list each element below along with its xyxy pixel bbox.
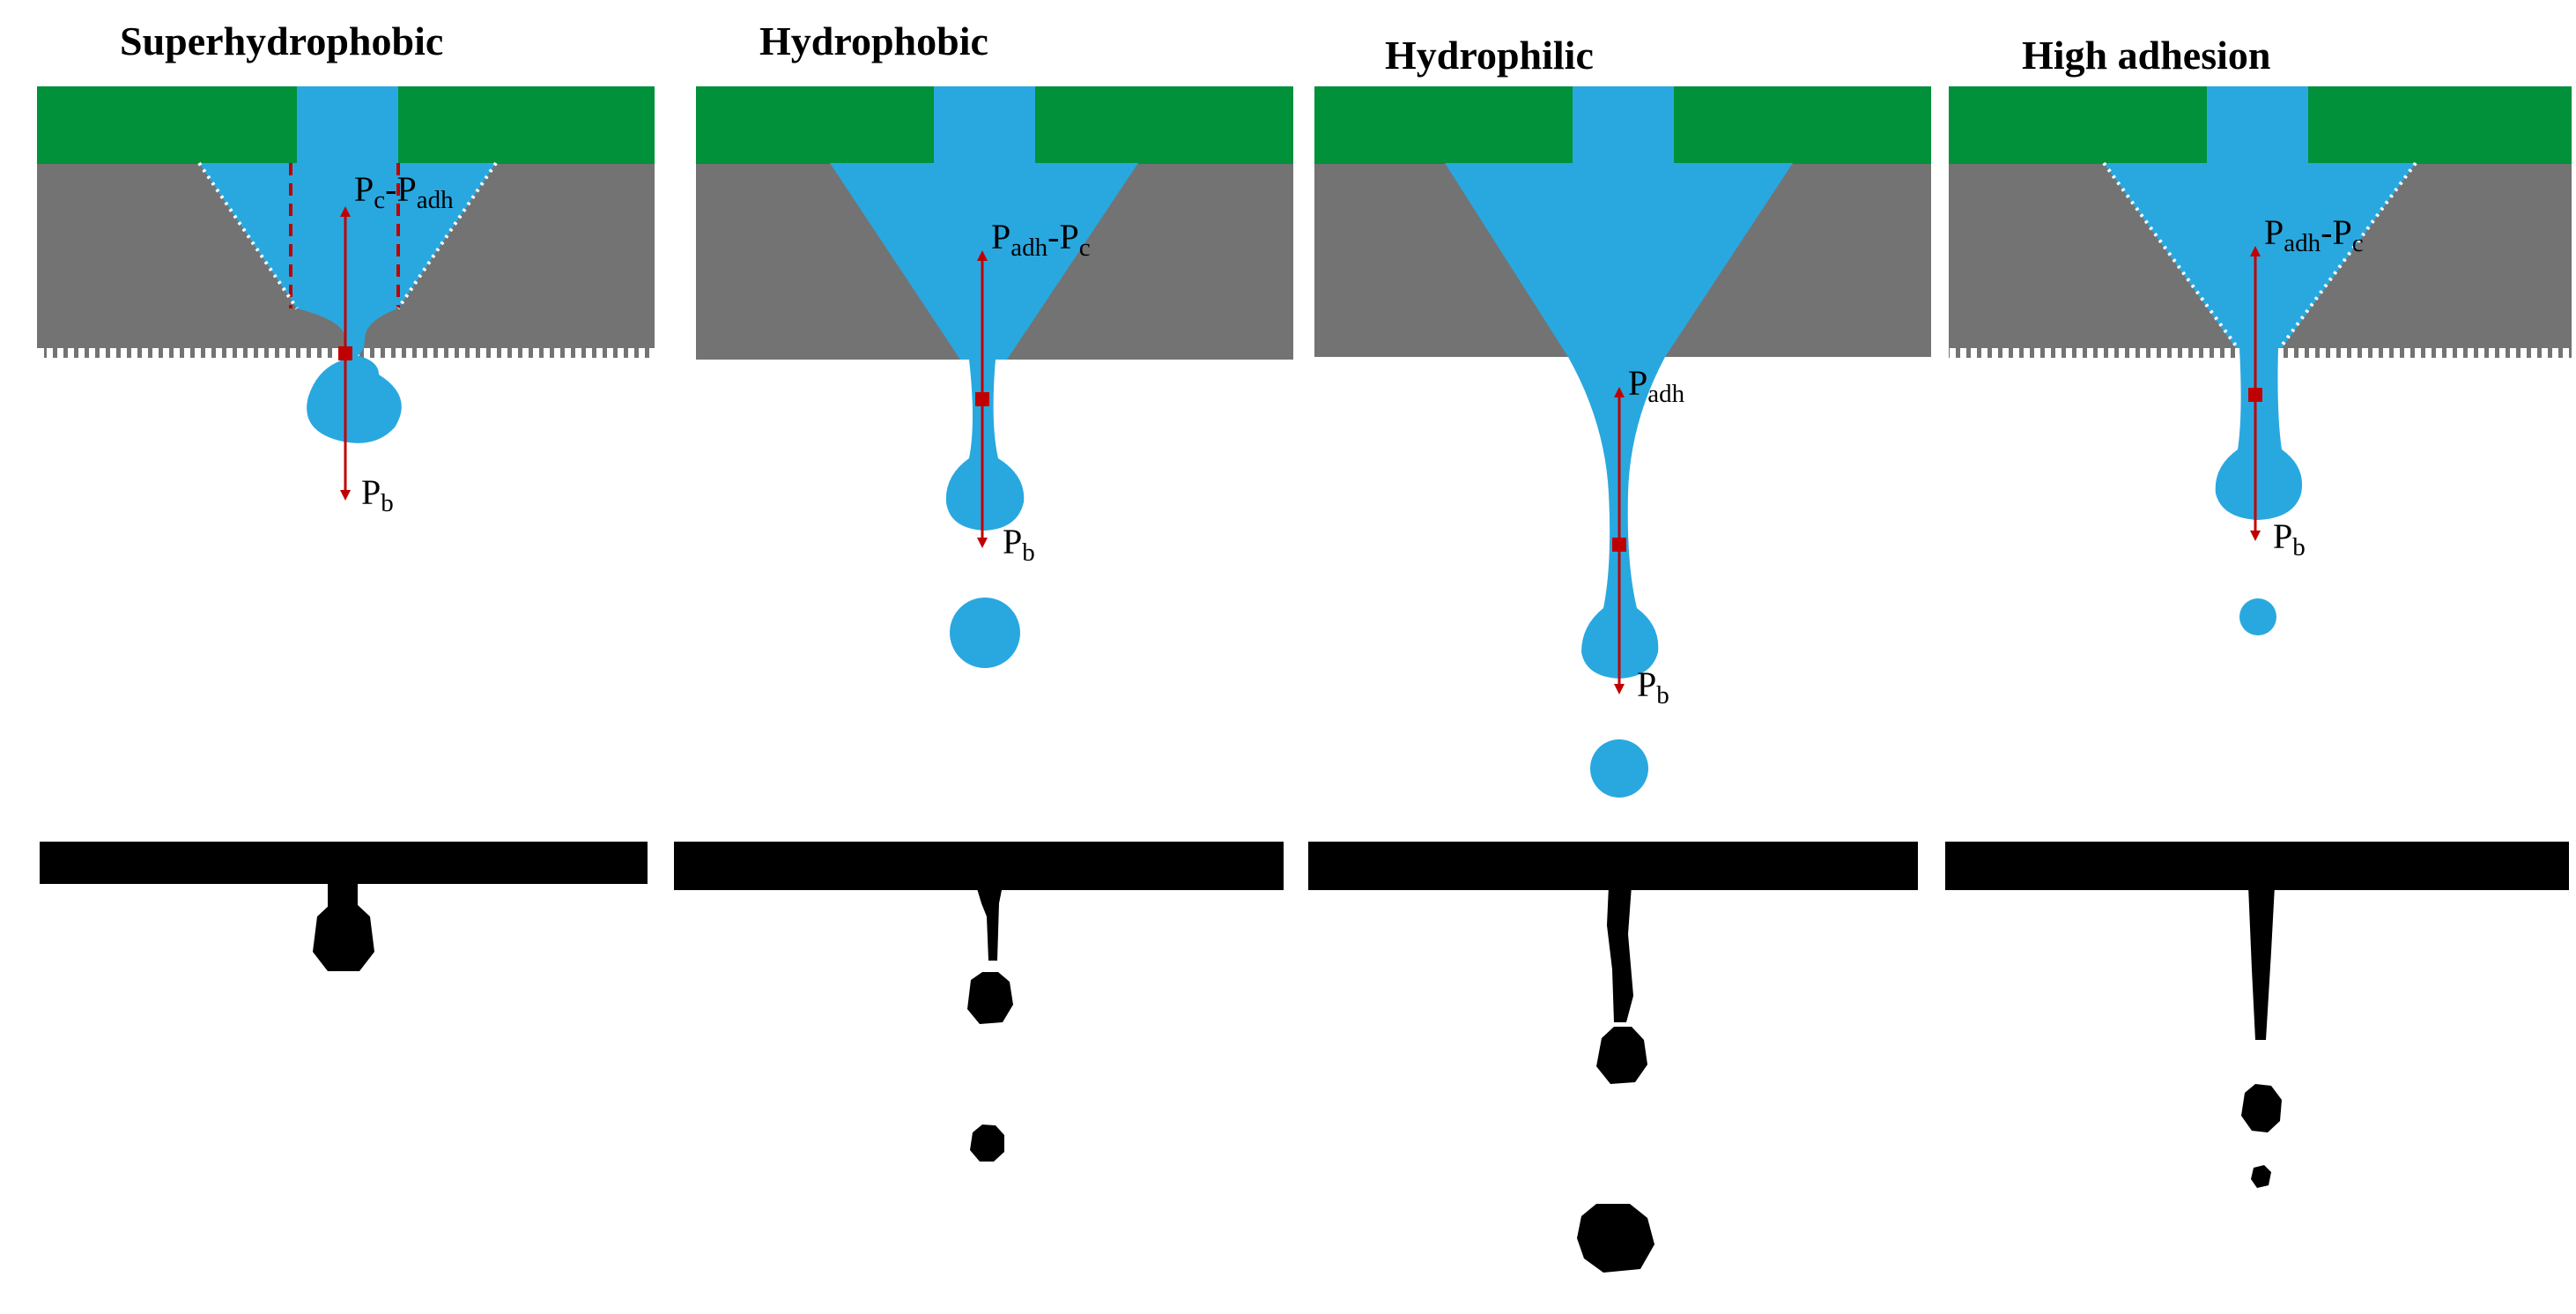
nozzle-bar [674,842,1284,890]
detached-drop [970,1125,1004,1162]
pressure-label-bottom: Pb [2273,516,2306,561]
nozzle-bar [1308,842,1918,890]
detached-droplet [950,598,1020,668]
detached-droplet [2239,598,2276,635]
pendant-drop [2241,1084,2282,1132]
water-column [199,86,496,357]
panel-title-high-adhesion: High adhesion [2022,33,2271,78]
panel-title-superhydrophobic: Superhydrophobic [120,19,443,63]
panel-hydrophilic-schematic: Padh Pb [1314,86,1931,798]
green-substrate-left [37,86,297,164]
water-column [830,86,1138,531]
contact-line-left [197,161,299,310]
nozzle-bar [40,842,648,884]
water-column [1445,86,1793,679]
panel-title-hydrophilic: Hydrophilic [1385,33,1594,78]
detached-droplet [1590,739,1648,798]
panel-superhydrophobic-schematic: Pc-Padh Pb [37,86,655,517]
green-substrate-right [1674,86,1931,164]
panel-high-adhesion-schematic: Padh-Pc Pb [1949,86,2572,635]
panel-title-hydrophobic: Hydrophobic [759,19,988,63]
water-column [2104,86,2416,520]
droplet [307,354,402,443]
pressure-label-top: Padh-Pc [2264,212,2364,257]
green-substrate-left [1314,86,1573,164]
green-substrate-right [1035,86,1293,164]
force-point [1612,538,1626,552]
liquid-thread [2248,886,2275,1040]
contact-line-right [396,161,498,310]
photo-hydrophobic [674,842,1284,1162]
liquid-thread [1607,886,1633,1022]
contact-line-left [2102,161,2239,350]
green-substrate-left [1949,86,2207,164]
force-point [975,392,989,406]
pressure-label-bottom: Pb [1637,664,1669,709]
liquid-thread [976,886,1003,961]
green-substrate-left [696,86,934,164]
detached-drop [1577,1204,1654,1273]
pendant-drop [967,972,1013,1024]
pressure-label-top: Padh [1628,363,1685,408]
liquid-neck [328,881,358,908]
contact-line-right [2278,161,2417,350]
panel-hydrophobic-schematic: Padh-Pc Pb [696,86,1293,668]
pendant-drop [1596,1027,1647,1084]
pressure-label-top: Pc-Padh [354,169,454,214]
force-point [338,346,352,360]
pressure-label-bottom: Pb [1003,522,1035,567]
satellite-drop [2251,1165,2271,1188]
pendant-drop [313,904,374,971]
green-substrate-right [398,86,655,164]
photo-superhydrophobic [40,842,648,971]
nozzle-bar [1945,842,2569,890]
photo-hydrophilic [1308,842,1918,1273]
force-point [2248,388,2262,402]
pressure-label-top: Padh-Pc [991,217,1091,262]
green-substrate-right [2308,86,2572,164]
photo-high-adhesion [1945,842,2569,1188]
pressure-label-bottom: Pb [361,472,394,517]
